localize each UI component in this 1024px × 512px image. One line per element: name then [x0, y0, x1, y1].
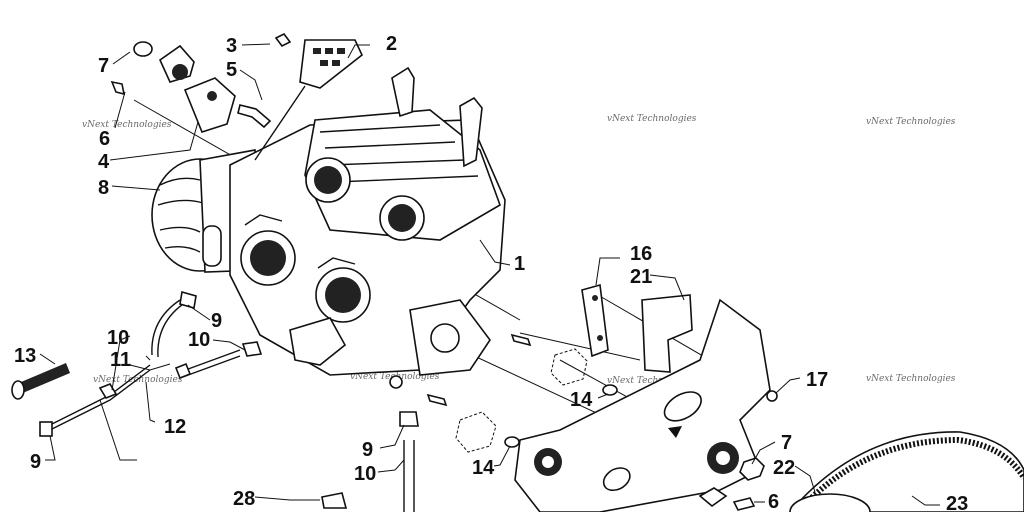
- label-part-6: 6: [768, 491, 779, 512]
- lifting-bracket: [254, 39, 363, 161]
- part-labels: 1 2 3 4 5 6 6 7 7 8 9 9 9 10 10 10 11 12…: [14, 33, 968, 512]
- label-part-6: 6: [99, 128, 110, 150]
- leader-lines: [39, 43, 940, 506]
- label-part-11: 11: [110, 349, 131, 371]
- label-part-14: 14: [472, 457, 495, 479]
- label-part-9: 9: [362, 439, 373, 461]
- label-part-3: 3: [226, 35, 237, 57]
- label-part-8: 8: [98, 177, 109, 199]
- watermark-text: vNext Technologies: [607, 376, 697, 386]
- mount-brackets: [581, 283, 693, 373]
- label-part-16: 16: [630, 243, 652, 265]
- label-part-2: 2: [386, 33, 397, 55]
- label-part-21: 21: [630, 266, 652, 288]
- upper-fasteners: [110, 32, 292, 133]
- engine-mount-plate: [514, 298, 771, 512]
- drive-belt: [788, 431, 1024, 512]
- label-part-10: 10: [188, 329, 210, 351]
- label-part-5: 5: [226, 59, 237, 81]
- label-part-23: 23: [946, 493, 968, 512]
- label-part-9: 9: [211, 310, 222, 332]
- label-part-9: 9: [30, 451, 41, 473]
- spring: [11, 363, 70, 400]
- label-part-7: 7: [98, 55, 109, 77]
- watermark-text: vNext Technologies: [866, 117, 956, 127]
- label-part-10: 10: [107, 327, 129, 349]
- label-part-4: 4: [98, 151, 110, 173]
- label-part-13: 13: [14, 345, 36, 367]
- label-part-22: 22: [773, 457, 795, 479]
- label-part-28: 28: [233, 488, 255, 510]
- watermark-text: vNext Technologies: [82, 120, 172, 130]
- watermark-text: vNext Technologies: [607, 114, 697, 124]
- label-part-14: 14: [570, 389, 593, 411]
- label-part-12: 12: [164, 416, 186, 438]
- label-part-10: 10: [354, 463, 376, 485]
- fuel-lines: [39, 290, 263, 437]
- label-part-1: 1: [514, 253, 525, 275]
- label-part-17: 17: [806, 369, 828, 391]
- label-part-7: 7: [781, 432, 792, 454]
- vertical-fuel-line: [399, 411, 419, 512]
- engine-block: [229, 66, 506, 389]
- watermark-text: vNext Technologies: [866, 374, 956, 384]
- watermark-text: vNext Technologies: [93, 375, 183, 385]
- rubber-mounts: [426, 333, 618, 453]
